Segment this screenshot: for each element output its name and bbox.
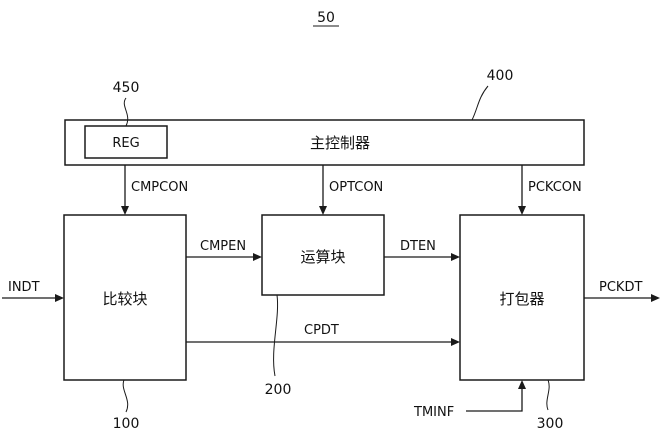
figure-number: 50 <box>317 10 335 26</box>
ref-register-leader <box>123 97 129 127</box>
optcon-arrowhead <box>319 206 327 215</box>
packer-label: 打包器 <box>499 290 544 308</box>
pckdt-label: PCKDT <box>599 280 642 295</box>
indt-arrowhead <box>55 294 64 302</box>
cmpen-label: CMPEN <box>200 239 246 254</box>
cpdt-label: CPDT <box>304 323 339 338</box>
operation-label: 运算块 <box>300 248 345 266</box>
ref-packer: 300 <box>537 416 564 432</box>
main-controller-label: 主控制器 <box>310 134 370 152</box>
indt-label: INDT <box>8 280 40 295</box>
ref-comparator-leader <box>122 379 129 413</box>
dten-label: DTEN <box>400 239 436 254</box>
cmpen-arrowhead <box>253 253 262 261</box>
ref-controller: 400 <box>487 68 514 84</box>
pckdt-arrowhead <box>651 294 660 302</box>
comparator-block <box>63 214 187 381</box>
optcon-label: OPTCON <box>329 180 383 195</box>
ref-packer-leader <box>546 379 550 411</box>
tminf-wire <box>466 388 523 412</box>
cmpcon-label: CMPCON <box>131 180 188 195</box>
ref-register: 450 <box>113 80 140 96</box>
pckcon-arrowhead <box>518 206 526 215</box>
tminf-arrowhead <box>518 380 526 389</box>
dten-arrowhead <box>451 253 460 261</box>
comparator-label: 比较块 <box>102 290 147 308</box>
cpdt-arrowhead <box>451 338 460 346</box>
register-block <box>84 125 168 159</box>
ref-operation-leader <box>273 294 279 377</box>
ref-comparator: 100 <box>113 416 140 432</box>
pckcon-label: PCKCON <box>528 180 582 195</box>
cmpcon-arrowhead <box>121 206 129 215</box>
tminf-label: TMINF <box>413 405 454 420</box>
ref-controller-leader <box>471 85 489 121</box>
register-label: REG <box>112 136 139 151</box>
ref-operation: 200 <box>265 382 292 398</box>
operation-block <box>261 214 385 296</box>
